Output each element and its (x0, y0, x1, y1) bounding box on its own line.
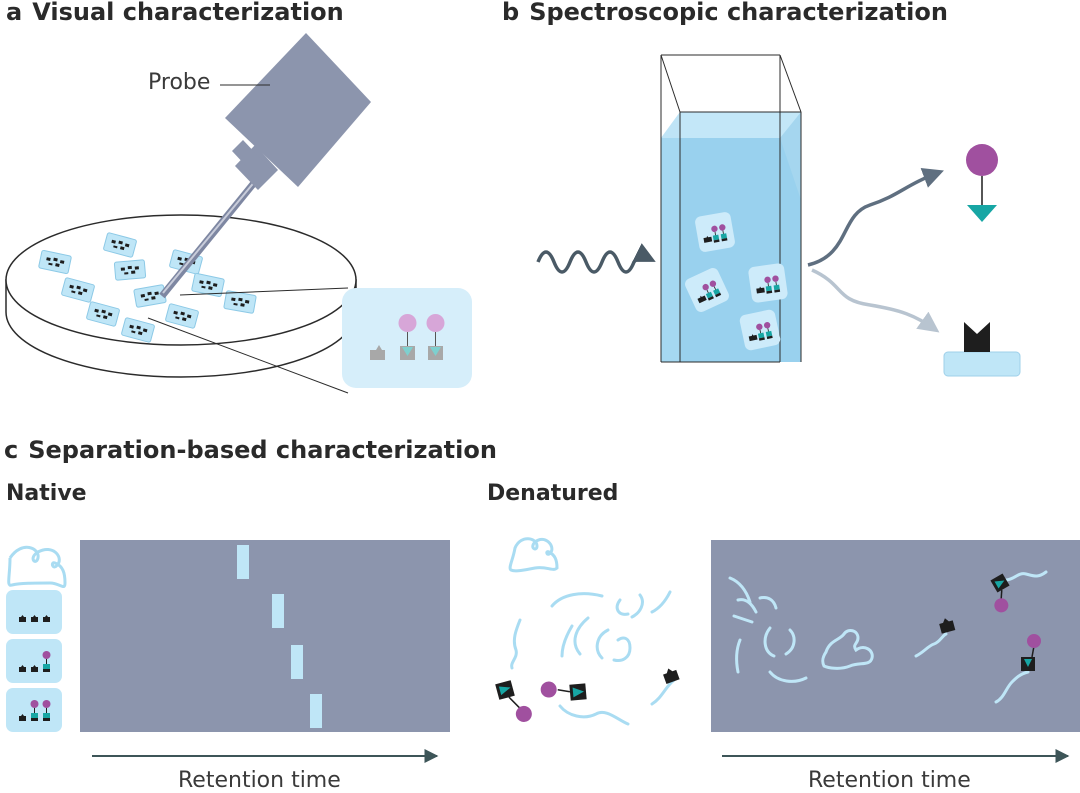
panel-a-title: a Visual characterization (6, 0, 344, 24)
panel-a-title-text: Visual characterization (32, 0, 344, 26)
denatured-ligands (495, 668, 680, 722)
solution-chip (739, 309, 781, 351)
panel-c-letter: c (4, 436, 19, 464)
ligand-icon (966, 144, 998, 222)
gel-band (310, 694, 322, 728)
panel-c-title-text: Separation-based characterization (28, 436, 497, 464)
ligand-bound-icon (426, 314, 445, 332)
panel-b-letter: b (502, 0, 520, 26)
magnification-lines (147, 287, 349, 394)
cuvette-chips (685, 212, 788, 351)
gel-band (237, 545, 249, 579)
legend-box-empty-receptors (6, 590, 62, 634)
petri-dish (5, 214, 357, 378)
ligand-bound-icon (398, 314, 417, 332)
folded-protein-native (7, 545, 67, 589)
legend-box-one-bound (6, 639, 62, 683)
probe-label: Probe (148, 70, 211, 95)
receptor-surface-icon (943, 322, 1021, 377)
native-legend-boxes (6, 590, 62, 732)
denatured-label: Denatured (487, 481, 619, 506)
panel-a-letter: a (6, 0, 23, 26)
gel-band (272, 594, 284, 628)
native-label: Native (6, 481, 87, 506)
gel-band (291, 645, 303, 679)
denatured-gel (711, 540, 1080, 732)
denatured-fragments (508, 537, 676, 726)
receptor-icon (370, 345, 385, 360)
solution-chip (695, 212, 735, 252)
native-gel (80, 540, 450, 732)
panel-b-title: b Spectroscopic characterization (502, 0, 948, 24)
solution-chip (748, 263, 788, 303)
cuvette (660, 54, 802, 363)
panel-b-title-text: Spectroscopic characterization (529, 0, 948, 26)
scattered-light-wave (811, 268, 940, 333)
emitted-light-wave (807, 168, 944, 267)
incident-light-wave (536, 243, 656, 274)
solution-chip (685, 268, 729, 312)
array-spot (113, 259, 147, 281)
probe-head (225, 33, 371, 187)
retention-time-native: Retention time (178, 768, 341, 793)
zoom-inset (342, 288, 472, 388)
panel-c-title: c Separation-based characterization (4, 438, 497, 462)
legend-box-two-bound (6, 688, 62, 732)
retention-time-denatured: Retention time (808, 768, 971, 793)
probe (159, 33, 371, 299)
